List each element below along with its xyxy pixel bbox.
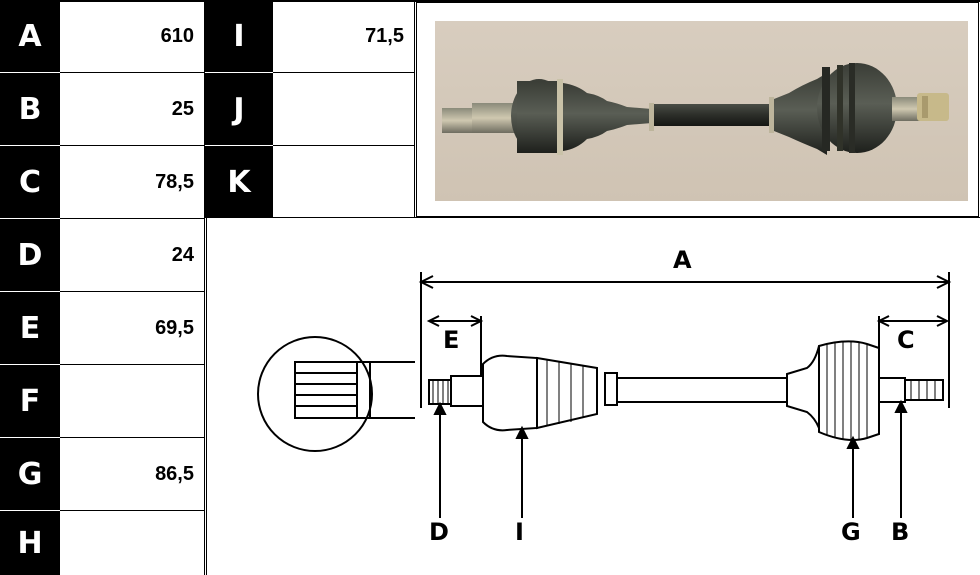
value-g: 86,5: [60, 438, 205, 511]
diagram-label-b: B: [891, 518, 910, 546]
value-a: 610: [60, 0, 205, 73]
key-i: I: [205, 0, 273, 72]
key-c: C: [0, 146, 60, 218]
value-d: 24: [60, 219, 205, 292]
value-e: 69,5: [60, 292, 205, 365]
drive-shaft-drawing: [257, 272, 952, 518]
key-h: H: [0, 511, 60, 575]
drive-shaft-photo: [435, 21, 968, 201]
diagram-label-a: A: [673, 246, 692, 274]
product-photo-frame: [416, 2, 979, 217]
value-h: [60, 511, 205, 575]
value-b: 25: [60, 73, 205, 146]
diagram-label-g: G: [841, 518, 861, 546]
value-j: [273, 73, 415, 146]
diagram-label-e: E: [443, 326, 460, 354]
value-k: [273, 146, 415, 218]
value-f: [60, 365, 205, 438]
value-c: 78,5: [60, 146, 205, 219]
value-i: 71,5: [273, 0, 415, 73]
key-f: F: [0, 365, 60, 437]
diagram-label-i: I: [515, 518, 524, 546]
key-g: G: [0, 438, 60, 510]
top-border: [0, 0, 980, 2]
technical-diagram: A E C D I G B: [206, 217, 980, 575]
key-e: E: [0, 292, 60, 364]
key-j: J: [205, 73, 273, 145]
key-k: K: [205, 146, 273, 218]
key-d: D: [0, 219, 60, 291]
diagram-label-d: D: [429, 518, 449, 546]
key-a: A: [0, 0, 60, 72]
diagram-label-c: C: [897, 326, 915, 354]
key-b: B: [0, 73, 60, 145]
